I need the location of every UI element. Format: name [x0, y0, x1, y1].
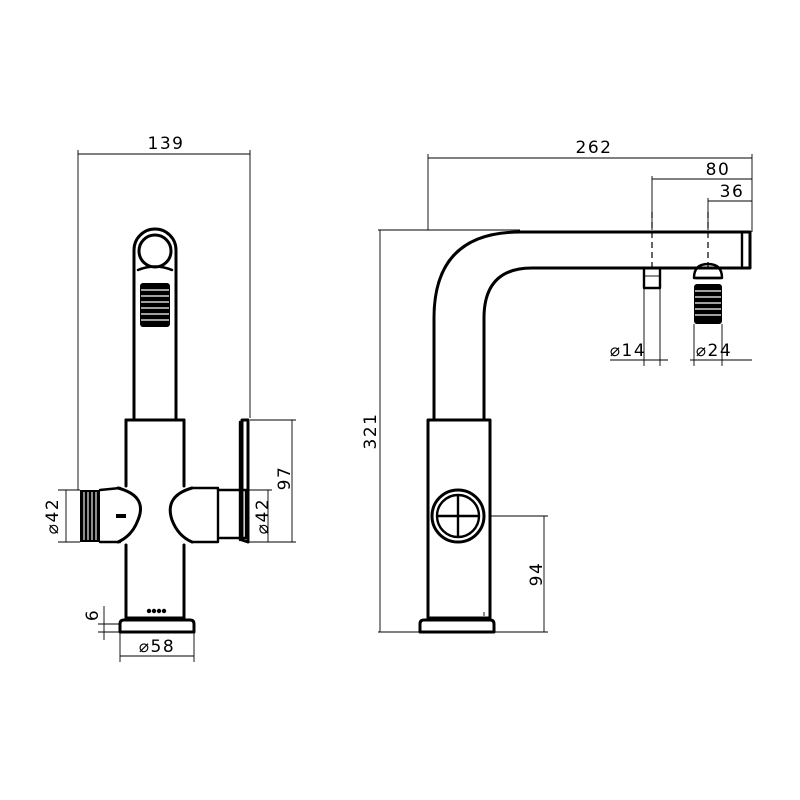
front-aerator — [140, 283, 170, 327]
front-view: 139 — [43, 134, 296, 662]
front-right-lever — [190, 418, 250, 544]
side-aerator-dia-label: ⌀24 — [696, 341, 732, 361]
front-base — [118, 618, 196, 634]
side-aerator-dia-dimension: ⌀24 — [690, 324, 752, 366]
side-handle — [430, 488, 486, 544]
front-right-dia-label: ⌀42 — [253, 498, 273, 534]
side-handle-height-label: 94 — [527, 562, 547, 587]
side-small-outlet-dia-label: ⌀14 — [610, 341, 646, 361]
front-left-handle — [80, 486, 126, 544]
front-width-dimension: 139 — [77, 134, 251, 490]
side-spout-offset-dimension: 80 — [651, 160, 752, 230]
front-height-label: 97 — [275, 466, 295, 491]
side-width-label: 262 — [576, 138, 613, 158]
front-badge-dots — [146, 608, 167, 614]
side-body — [426, 418, 492, 620]
front-base-dia-dimension: ⌀58 — [119, 632, 195, 662]
side-base — [418, 618, 496, 634]
front-body — [116, 418, 194, 620]
side-small-outlet — [642, 266, 662, 290]
front-base-thickness-label: 6 — [83, 609, 103, 621]
front-left-dia-label: ⌀42 — [43, 498, 63, 534]
side-height-label: 321 — [361, 413, 381, 450]
side-handle-height-dimension: 94 — [490, 515, 548, 633]
side-small-outlet-dia-dimension: ⌀14 — [610, 288, 668, 366]
front-width-label: 139 — [148, 134, 185, 154]
front-base-dia-label: ⌀58 — [139, 637, 175, 657]
front-height-dimension: 97 — [250, 419, 296, 543]
side-view: 262 80 36 321 — [361, 138, 753, 634]
side-height-dimension: 321 — [361, 229, 520, 633]
front-left-dia-dimension: ⌀42 — [43, 489, 80, 543]
side-aerator-offset-dimension: 36 — [707, 182, 752, 230]
side-aerator-offset-label: 36 — [720, 182, 745, 202]
front-base-thickness-dimension: 6 — [83, 606, 120, 640]
side-width-dimension: 262 — [427, 138, 753, 232]
front-right-dia-dimension: ⌀42 — [248, 489, 273, 543]
side-spout-offset-label: 80 — [706, 160, 731, 180]
side-spout — [432, 212, 752, 422]
side-aerator — [692, 262, 724, 324]
front-spout-head — [132, 227, 178, 420]
